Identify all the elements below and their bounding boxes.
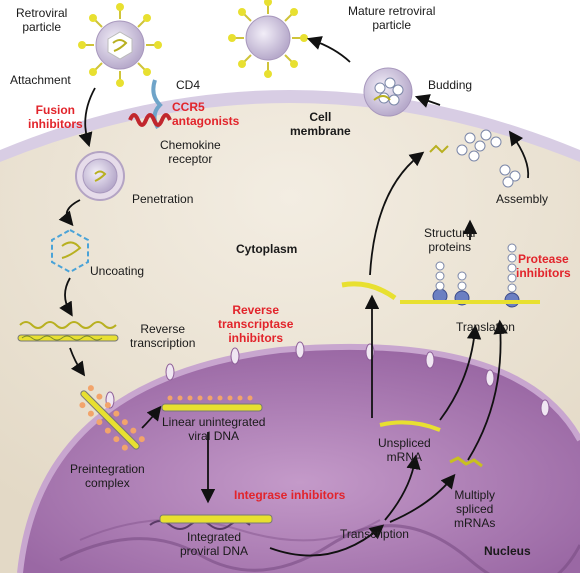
label-budding: Budding	[428, 78, 473, 92]
arrow-to-cytoplasm-mrna	[369, 151, 425, 276]
label-ccr5-antagonists: CCR5 antagonists	[172, 100, 240, 128]
uncoating-capsid	[51, 228, 89, 274]
reverse-transcription-dna	[17, 321, 119, 342]
chemokine-receptor	[128, 113, 172, 127]
budding-particle	[363, 67, 413, 117]
label-preintegration-complex: Preintegration complex	[70, 462, 145, 490]
label-protease-inhibitors: Protease inhibitors	[516, 252, 571, 280]
label-integrase-inhibitors: Integrase inhibitors	[234, 488, 346, 502]
arrow-to-linear-dna	[141, 405, 162, 429]
chromatin	[59, 524, 580, 573]
label-unspliced-mrna: Unspliced mRNA	[378, 436, 431, 464]
mature-retroviral-particle	[228, 0, 308, 78]
arrow-to-translation	[439, 324, 482, 421]
label-penetration: Penetration	[132, 192, 194, 206]
nuclear-envelope	[17, 343, 580, 573]
label-multiply-spliced-mrnas: Multiply spliced mRNAs	[454, 488, 496, 530]
label-structural-proteins: Structural proteins	[424, 226, 476, 254]
structural-protein-chains	[435, 243, 517, 293]
ribosomes	[432, 288, 520, 308]
assembly-cluster	[456, 129, 521, 188]
integrated-proviral-dna	[149, 514, 273, 530]
retroviral-particle	[78, 3, 162, 87]
label-rt-inhibitors: Reverse transcriptase inhibitors	[218, 303, 294, 345]
label-chemokine-receptor: Chemokine receptor	[160, 138, 221, 166]
penetration-vesicle	[75, 151, 125, 201]
label-transcription: Transcription	[340, 527, 409, 541]
label-integrated-proviral-dna: Integrated proviral DNA	[180, 530, 249, 558]
arrow-budding-release	[306, 36, 351, 63]
nuclear-pores	[105, 341, 550, 417]
arrow-reverse-transcription	[69, 347, 86, 377]
label-cytoplasm: Cytoplasm	[236, 242, 298, 256]
arrow-transcription	[269, 524, 385, 557]
arrow-penetration	[58, 199, 81, 227]
arrow-to-assembly	[508, 130, 530, 179]
spliced-mrna-strand	[449, 456, 483, 468]
unspliced-mrna-strand	[379, 420, 441, 432]
label-uncoating: Uncoating	[90, 264, 145, 278]
arrow-spliced-translation	[467, 319, 508, 461]
arrow-to-budding	[414, 94, 441, 108]
arrow-to-unspliced	[384, 454, 421, 521]
label-mature-particle: Mature retroviral particle	[348, 4, 436, 32]
label-translation: Translation	[456, 320, 515, 334]
label-attachment: Attachment	[10, 73, 71, 87]
label-cell-membrane: Cell membrane	[290, 110, 351, 138]
preintegration-complex	[79, 385, 145, 451]
cytoplasmic-mrna	[341, 281, 397, 301]
label-nucleus: Nucleus	[484, 544, 531, 558]
arrow-to-spliced	[389, 473, 456, 523]
label-assembly: Assembly	[496, 192, 549, 206]
label-reverse-transcription: Reverse transcription	[130, 322, 196, 350]
linear-viral-dna	[161, 395, 263, 412]
label-cd4: CD4	[176, 78, 201, 92]
arrow-attachment	[78, 87, 96, 148]
label-retroviral-particle: Retroviral particle	[16, 6, 68, 34]
label-linear-viral-dna: Linear unintegrated viral DNA	[162, 415, 266, 443]
label-fusion-inhibitors: Fusion inhibitors	[28, 103, 83, 131]
arrow-uncoating	[59, 277, 73, 317]
